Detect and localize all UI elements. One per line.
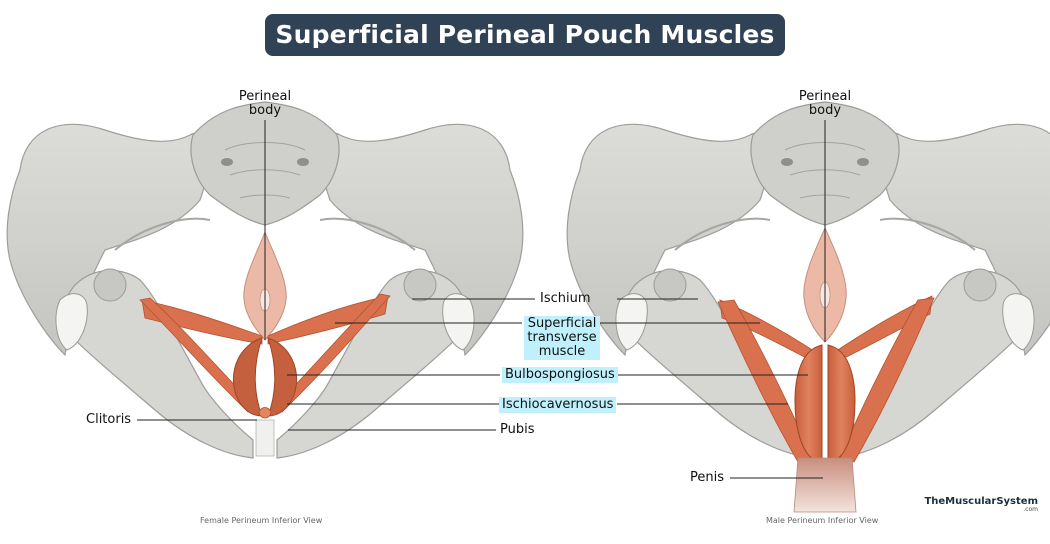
label-pubis: Pubis [500,422,535,437]
leader-lines [137,120,826,479]
male-muscles [717,226,935,513]
brand-suffix: .com [1023,506,1038,513]
label-ischiocavernosus: Ischiocavernosus [499,397,617,413]
label-clitoris: Clitoris [86,412,132,427]
label-superficial-transverse-muscle: Superficial transverse muscle [524,316,600,360]
brand-logo: TheMuscularSystem .com [924,496,1038,513]
caption-female: Female Perineum Inferior View [200,516,323,525]
title-container: Superficial Perineal Pouch Muscles [0,14,1050,56]
brand-name: TheMuscularSystem [924,496,1038,507]
female-bulbospongiosus [233,337,263,417]
label-penis: Penis [690,470,724,485]
caption-male: Male Perineum Inferior View [766,516,879,525]
page-title: Superficial Perineal Pouch Muscles [265,14,785,56]
label-perineal-body-male: Perineal body [798,89,852,118]
label-perineal-body-female: Perineal body [238,89,292,118]
clitoris-shape [258,407,272,419]
label-bulbospongiosus: Bulbospongiosus [502,367,618,383]
label-ischium: Ischium [540,291,591,306]
penis-shape [793,457,857,513]
